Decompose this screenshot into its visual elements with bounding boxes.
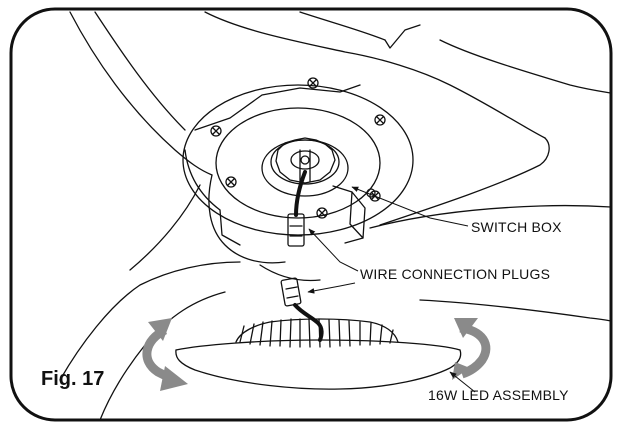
switch-box-label: SWITCH BOX xyxy=(471,219,562,235)
figure-label: Fig. 17 xyxy=(41,368,105,390)
led-diffuser xyxy=(175,339,462,390)
switch-box xyxy=(332,185,376,244)
wire-connection-plugs-label: WIRE CONNECTION PLUGS xyxy=(360,266,551,282)
callout-leaders xyxy=(307,186,476,393)
rotate-left-arrow xyxy=(142,318,188,391)
hub-mounting-plate xyxy=(182,84,414,246)
figure-frame xyxy=(9,7,613,422)
hub-wire xyxy=(287,170,307,247)
rotate-right-arrow xyxy=(452,318,491,380)
led-assembly-leader xyxy=(449,371,476,393)
led-assembly-label: 16W LED ASSEMBLY xyxy=(428,387,569,403)
wire-plugs-leader-lower xyxy=(307,282,356,294)
center-rotor xyxy=(261,137,349,197)
switch-box-leader xyxy=(351,186,469,227)
led-heatsink xyxy=(235,318,399,348)
hub-screws xyxy=(210,77,386,219)
led-wire-plug xyxy=(280,277,324,342)
wire-plugs-leader-upper xyxy=(308,228,359,272)
